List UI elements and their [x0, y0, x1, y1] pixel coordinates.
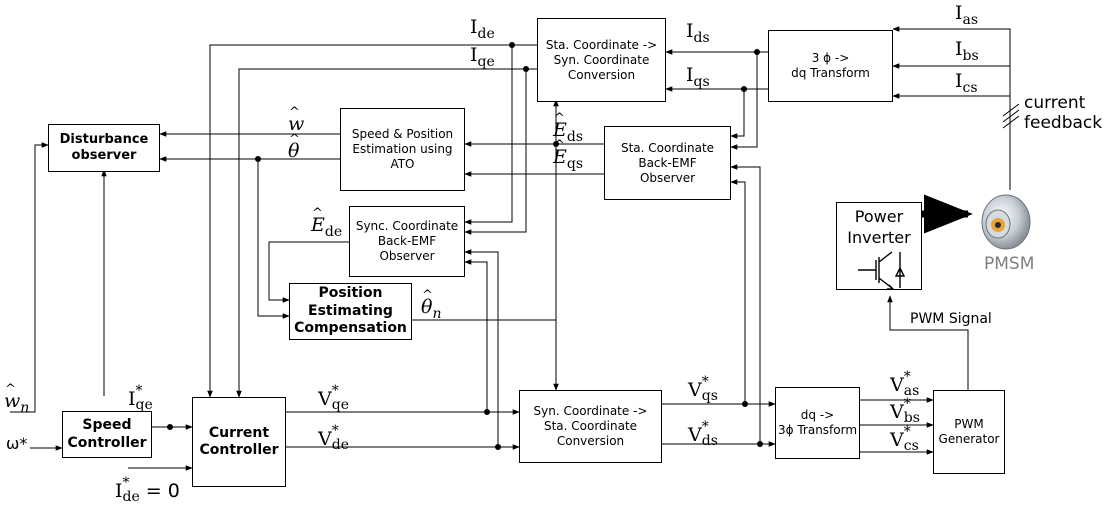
pmsm-label: PMSM: [984, 254, 1034, 274]
wire-ide-to-sync-emf: [465, 45, 512, 222]
three-phase-to-dq-label: 3 ϕ -> dq Transform: [791, 51, 870, 81]
disturbance-observer-label: Disturbance observer: [60, 132, 149, 165]
junction-dot: [523, 66, 529, 72]
current-controller-label: Current Controller: [199, 425, 278, 460]
junction-dot: [509, 42, 515, 48]
wire-wn: [10, 145, 48, 412]
signal-i-bs: Ibs: [955, 40, 979, 63]
dq-to-three-phase-label: dq -> 3ϕ Transform: [778, 408, 857, 438]
signal-theta-hat: θ: [288, 142, 299, 161]
current-feedback-label: current feedback: [1024, 94, 1102, 133]
stat-to-sync-conversion-label: Sta. Coordinate -> Syn. Coordinate Conve…: [546, 38, 657, 83]
position-compensation-block: Position Estimating Compensation: [289, 283, 412, 340]
speed-controller-block: Speed Controller: [62, 411, 152, 458]
junction-dot: [495, 444, 501, 450]
wire-theta-to-position-comp: [258, 159, 289, 316]
signal-e-de: Ede: [311, 216, 342, 239]
signal-v-cs-ref: V*cs: [890, 425, 919, 453]
pwm-generator-block: PWM Generator: [933, 390, 1005, 474]
wire-vde-to-sync-emf: [465, 252, 498, 447]
junction-dot: [484, 409, 490, 415]
wire-iqs-down: [731, 89, 744, 136]
sync-to-stat-conversion-block: Syn. Coordinate -> Sta. Coordinate Conve…: [519, 390, 662, 463]
sync-back-emf-observer-block: Sync. Coordinate Back-EMF Observer: [349, 206, 465, 277]
feedback-slash: [1003, 104, 1019, 128]
pwm-generator-label: PWM Generator: [939, 417, 1000, 447]
signal-i-de: Ide: [470, 18, 495, 41]
power-inverter-block: Power Inverter: [836, 202, 922, 290]
signal-i-cs: Ics: [955, 72, 978, 95]
signal-i-qe: Iqe: [470, 46, 495, 69]
position-compensation-label: Position Estimating Compensation: [294, 285, 407, 338]
sync-back-emf-observer-label: Sync. Coordinate Back-EMF Observer: [356, 219, 458, 264]
signal-v-bs-ref: V*bs: [890, 397, 920, 425]
signal-w-n: wn: [4, 392, 29, 415]
signal-v-de-ref: V*de: [318, 424, 349, 452]
sync-to-stat-conversion-label: Syn. Coordinate -> Sta. Coordinate Conve…: [534, 404, 648, 449]
stat-back-emf-observer-block: Sta. Coordinate Back-EMF Observer: [604, 126, 731, 200]
signal-v-ds-ref: V*ds: [688, 420, 718, 448]
signal-i-qe-ref: I*qe: [128, 384, 153, 412]
stat-back-emf-observer-label: Sta. Coordinate Back-EMF Observer: [621, 141, 714, 186]
wire-vqe-to-sync-emf: [465, 262, 487, 412]
signal-i-ds: Ids: [686, 22, 710, 45]
junction-dot: [167, 424, 173, 430]
dq-to-three-phase-block: dq -> 3ϕ Transform: [775, 387, 860, 459]
disturbance-observer-block: Disturbance observer: [48, 124, 160, 172]
wire-iqe-to-sync-emf: [465, 69, 526, 232]
signal-i-qs: Iqs: [686, 66, 710, 89]
speed-controller-label: Speed Controller: [67, 417, 146, 452]
pmsm-motor-icon: [982, 195, 1030, 249]
stat-to-sync-conversion-block: Sta. Coordinate -> Syn. Coordinate Conve…: [537, 18, 666, 102]
signal-theta-n: θn: [421, 298, 441, 321]
wire-ias: [893, 29, 1010, 190]
speed-position-estimation-block: Speed & Position Estimation using ATO: [340, 108, 465, 191]
signal-e-qs: Eqs: [553, 148, 583, 171]
signal-omega-ref: ω*: [6, 436, 27, 452]
junction-dot: [754, 49, 760, 55]
signal-i-de-ref: I*de = 0: [115, 476, 180, 504]
wire-vqs-to-sta-emf: [731, 182, 745, 404]
signal-v-qe-ref: V*qe: [318, 384, 349, 412]
signal-i-as: Ias: [955, 4, 978, 27]
junction-dot: [757, 441, 763, 447]
junction-dot: [742, 401, 748, 407]
signal-v-as-ref: V*as: [890, 370, 919, 398]
junction-dot: [741, 86, 747, 92]
junction-dot: [255, 156, 261, 162]
speed-position-estimation-label: Speed & Position Estimation using ATO: [352, 127, 453, 172]
three-phase-to-dq-block: 3 ϕ -> dq Transform: [768, 30, 893, 102]
power-inverter-label: Power Inverter: [847, 207, 910, 249]
signal-v-qs-ref: V*qs: [688, 375, 718, 403]
current-controller-block: Current Controller: [192, 397, 286, 487]
pwm-signal-label: PWM Signal: [910, 311, 992, 327]
